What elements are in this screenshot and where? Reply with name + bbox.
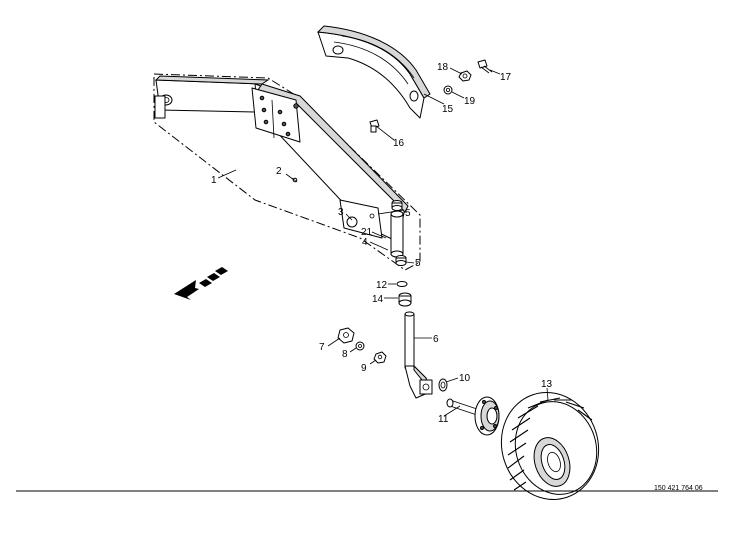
washer-19	[443, 85, 453, 95]
bushing-5-top	[391, 200, 403, 211]
callout-3: 3	[338, 207, 344, 218]
callout-11: 11	[438, 414, 449, 425]
callout-14: 14	[372, 294, 384, 305]
callout-6: 6	[433, 334, 439, 345]
bushing-5-bottom	[395, 255, 407, 266]
callout-21: 21	[361, 227, 373, 238]
callout-10: 10	[459, 373, 471, 384]
washer-8	[355, 341, 365, 351]
wheel-tyre	[500, 392, 600, 500]
wheel-hub	[446, 396, 500, 436]
callout-8: 8	[342, 349, 348, 360]
nut-18	[458, 70, 472, 82]
callout-15: 15	[442, 104, 454, 115]
bolt-17	[477, 59, 493, 74]
frame-outline-dashed	[153, 73, 421, 271]
nut-7	[337, 327, 355, 344]
caster-axle	[404, 311, 433, 399]
callout-17: 17	[500, 72, 512, 83]
bearing-10	[438, 378, 448, 392]
callout-13: 13	[541, 379, 553, 390]
callout-16: 16	[393, 138, 405, 149]
bushing-14	[398, 292, 412, 307]
mudguard	[316, 25, 431, 119]
callout-2: 2	[276, 166, 282, 177]
callout-1: 1	[211, 175, 217, 186]
callout-9: 9	[361, 363, 367, 374]
callout-5-top: 5	[405, 208, 411, 219]
callout-19: 19	[464, 96, 476, 107]
frame-arm	[153, 73, 421, 271]
o-ring-12	[396, 281, 408, 287]
travel-direction-arrow	[174, 267, 228, 300]
bolt-9	[373, 351, 387, 364]
callout-labels: 1 2 3 21 4 5 5 6 7 8 9 10 11 12 13 14 15…	[211, 62, 553, 425]
bolt-16	[369, 119, 380, 133]
callout-5-bottom: 5	[415, 258, 421, 269]
callout-18: 18	[437, 62, 449, 73]
callout-12: 12	[376, 280, 388, 291]
drawing-number: 150 421 764 06	[654, 485, 703, 492]
leader-lines	[217, 67, 549, 417]
callout-7: 7	[319, 342, 325, 353]
callout-4: 4	[362, 237, 368, 248]
